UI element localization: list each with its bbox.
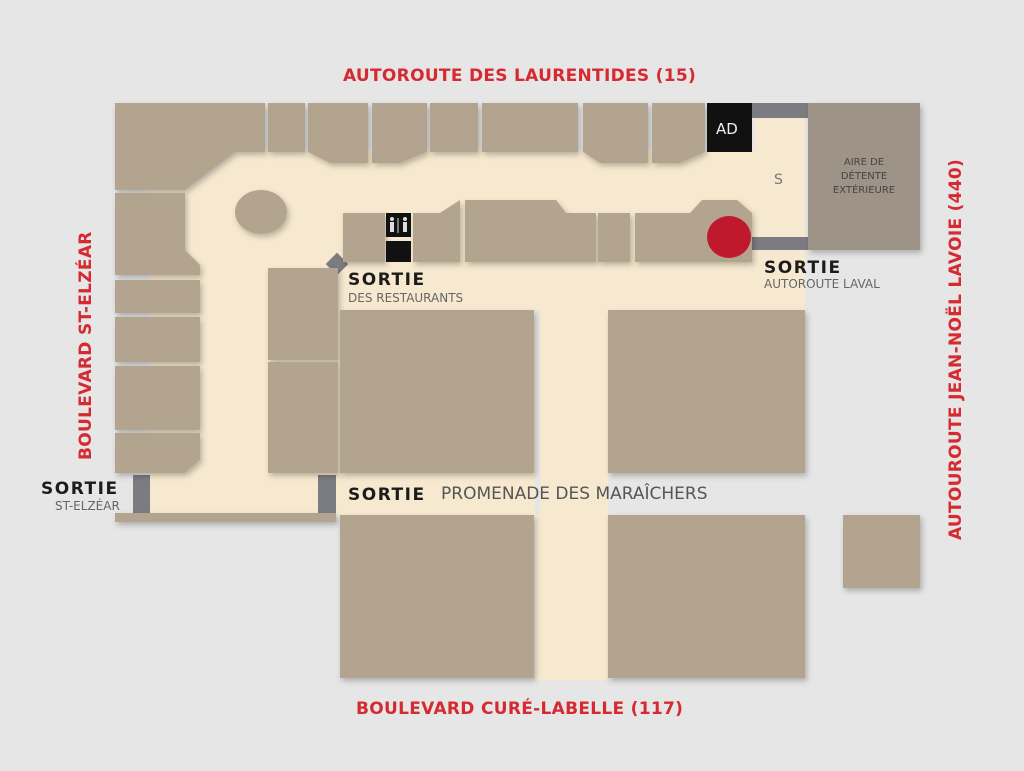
store <box>115 433 200 473</box>
store <box>115 280 200 313</box>
store <box>115 513 336 522</box>
store <box>115 193 200 275</box>
store <box>268 103 305 152</box>
road-north: AUTOROUTE DES LAURENTIDES (15) <box>343 66 697 86</box>
store <box>608 515 805 678</box>
store <box>465 200 596 262</box>
aire-line: EXTÉRIEURE <box>832 185 896 196</box>
store <box>430 103 478 152</box>
store <box>652 103 705 163</box>
store <box>308 103 368 163</box>
store <box>340 515 534 678</box>
store <box>413 200 460 262</box>
restroom-icon <box>390 217 407 233</box>
exit-laval-sub: AUTOROUTE LAVAL <box>764 277 880 291</box>
s-label: S <box>774 172 783 188</box>
store <box>235 190 287 234</box>
store <box>268 362 338 473</box>
restroom-dark-block <box>386 241 411 262</box>
store <box>115 317 200 362</box>
road-east: AUTOUROUTE JEAN-NOËL LAVOIE (440) <box>946 158 966 540</box>
store <box>115 366 200 430</box>
road-west: BOULEVARD ST-ELZÉAR <box>76 231 96 460</box>
store <box>635 200 702 262</box>
store <box>583 103 648 163</box>
store <box>608 310 805 473</box>
exit-promenade-sub: PROMENADE DES MARAÎCHERS <box>441 484 708 504</box>
exit-restaurants-label: SORTIE <box>348 270 426 290</box>
stores <box>115 103 920 678</box>
aire-line: AIRE DE <box>843 157 885 168</box>
aire-line: DÉTENTE <box>840 171 888 182</box>
store <box>372 103 427 163</box>
exit-restaurants-sub: DES RESTAURANTS <box>348 291 464 305</box>
store <box>482 103 578 152</box>
exit-st-elzear-sub: ST-ELZÉAR <box>55 499 120 513</box>
store <box>343 213 385 262</box>
exit-laval-label: SORTIE <box>764 258 842 278</box>
store <box>808 103 920 250</box>
store <box>268 268 338 360</box>
aire-label: AIRE DE DÉTENTE EXTÉRIEURE <box>808 156 920 198</box>
exit-promenade-label: SORTIE <box>348 485 426 505</box>
road-south: BOULEVARD CURÉ-LABELLE (117) <box>356 699 684 719</box>
ad-label: AD <box>716 120 738 138</box>
store <box>340 310 534 473</box>
store <box>598 213 630 262</box>
store <box>115 103 265 190</box>
store <box>843 515 920 588</box>
exit-st-elzear-label: SORTIE <box>41 479 119 499</box>
you-are-here-marker <box>707 216 751 258</box>
ad-store <box>707 103 752 152</box>
